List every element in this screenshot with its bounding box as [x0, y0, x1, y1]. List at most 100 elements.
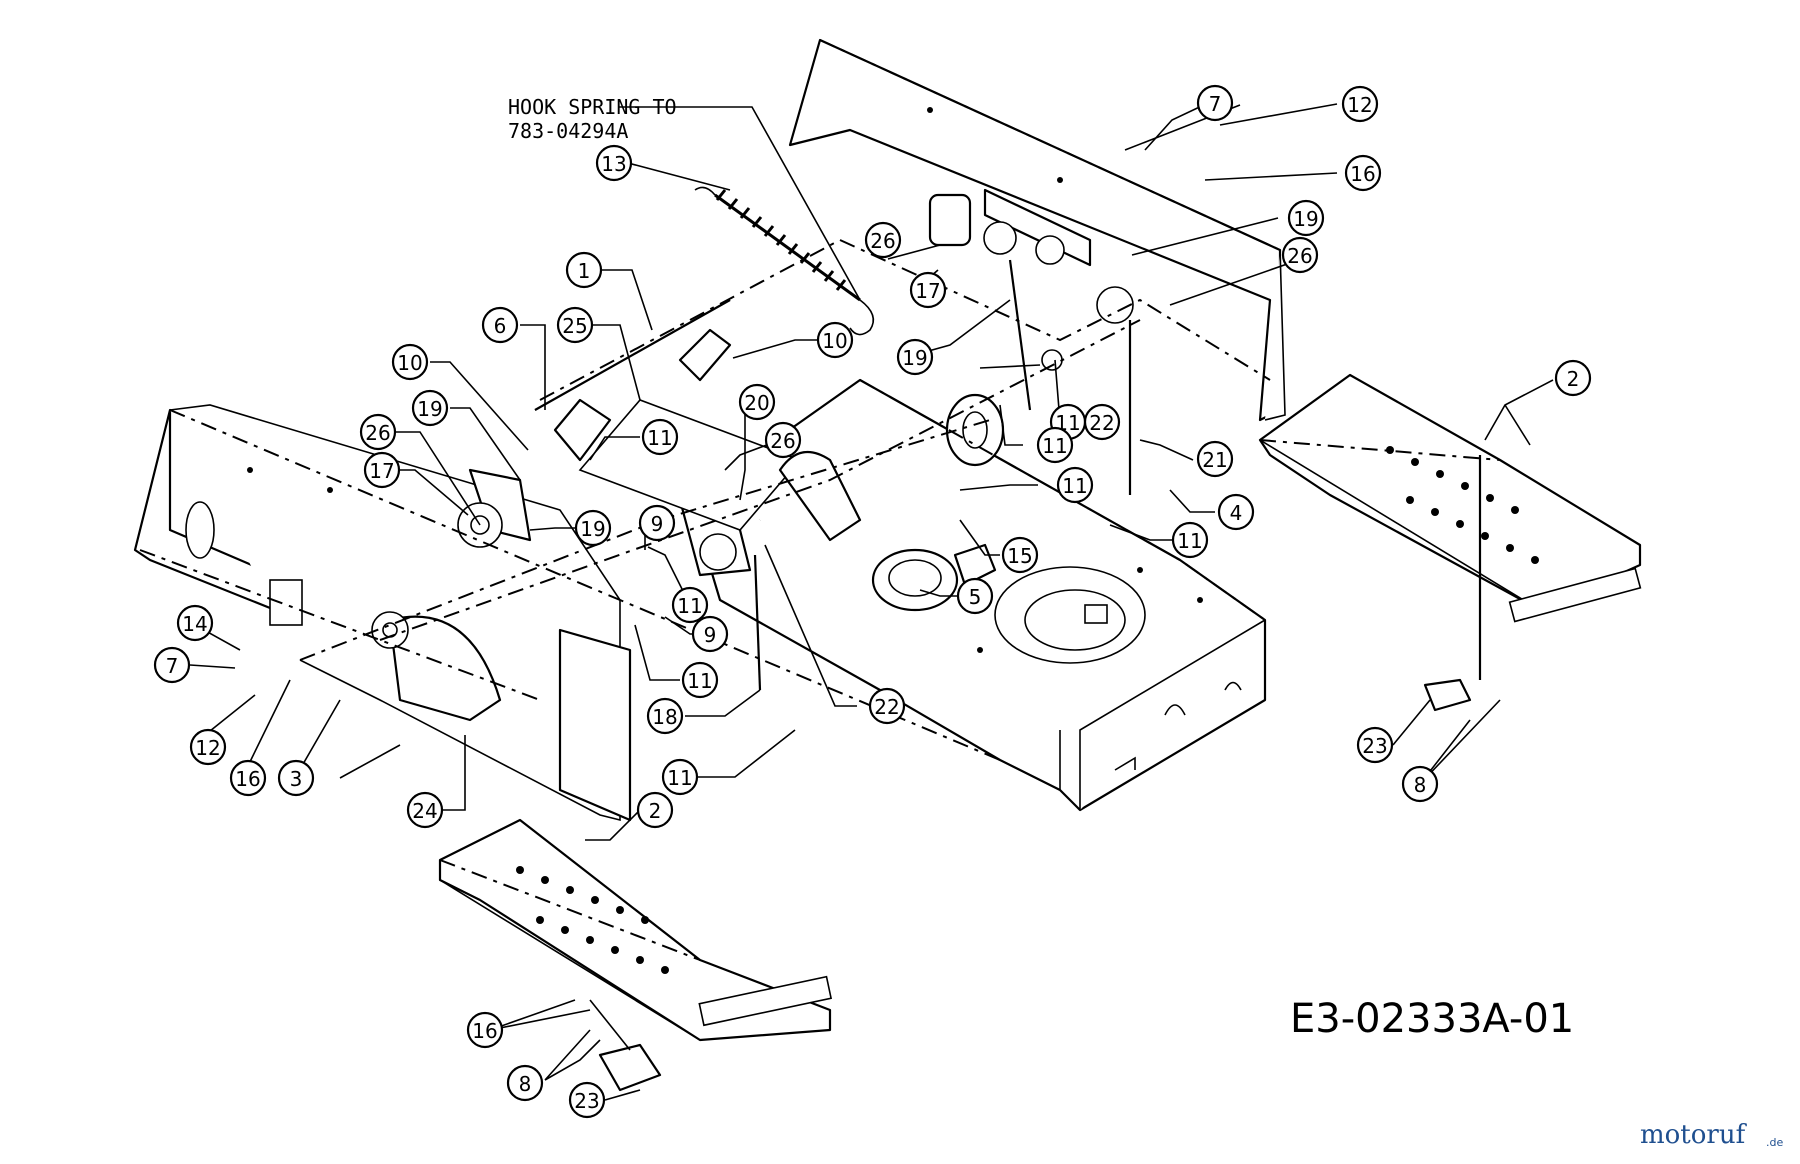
callout-circle: [153, 646, 191, 684]
watermark-suffix: .de: [1766, 1136, 1783, 1149]
callout-2: 2: [1554, 359, 1592, 397]
leader-lines: [189, 102, 1554, 1101]
callout-7: 7: [1196, 84, 1234, 122]
callout-9: 9: [638, 504, 676, 542]
callout-9: 9: [691, 615, 729, 653]
side-bracket: [558, 628, 632, 822]
callout-label: 17: [915, 279, 940, 303]
callout-11: 11: [1056, 466, 1094, 504]
callout-label: 23: [1362, 734, 1387, 758]
watermark-name: motoruf: [1640, 1120, 1748, 1150]
callout-label: 11: [677, 594, 702, 618]
callout-label: 15: [1007, 544, 1032, 568]
callout-circle: [411, 389, 449, 427]
callout-circle: [868, 687, 906, 725]
callout-circle: [1056, 466, 1094, 504]
callout-circle: [1196, 440, 1234, 478]
callout-label: 21: [1202, 448, 1227, 472]
callout-label: 12: [1347, 93, 1372, 117]
callout-4: 4: [1217, 493, 1255, 531]
pedal-pad-left: [598, 1043, 662, 1092]
callout-label: 19: [580, 517, 605, 541]
callout-8: 8: [1401, 765, 1439, 803]
callout-label: 20: [744, 391, 769, 415]
callout-11: 11: [681, 661, 719, 699]
callout-3: 3: [277, 759, 315, 797]
callout-label: 26: [770, 429, 795, 453]
callout-16: 16: [466, 1011, 504, 1049]
callout-label: 25: [562, 314, 587, 338]
callout-22: 22: [1083, 403, 1121, 441]
callout-circle: [506, 1064, 544, 1102]
callout-label: 10: [822, 329, 847, 353]
callout-circle: [406, 791, 444, 829]
callout-circle: [574, 509, 612, 547]
spring-note-line2: 783-04294A: [508, 119, 628, 143]
callout-17: 17: [909, 271, 947, 309]
callout-circle: [1217, 493, 1255, 531]
callout-13: 13: [595, 144, 633, 182]
callout-label: 12: [195, 736, 220, 760]
callout-circle: [646, 697, 684, 735]
callout-circle: [738, 383, 776, 421]
callout-16: 16: [229, 759, 267, 797]
callout-6: 6: [481, 306, 519, 344]
callout-11: 11: [1036, 426, 1074, 464]
callout-label: 17: [369, 459, 394, 483]
callout-circle: [595, 144, 633, 182]
callout-19: 19: [411, 389, 449, 427]
callout-23: 23: [1356, 726, 1394, 764]
callout-26: 26: [764, 421, 802, 459]
callout-label: 23: [574, 1089, 599, 1113]
callout-label: 10: [397, 351, 422, 375]
callout-12: 12: [1341, 85, 1379, 123]
callout-circle: [391, 343, 429, 381]
callout-label: 16: [472, 1019, 497, 1043]
watermark-logo: motoruf .de: [1640, 1120, 1783, 1150]
callout-circle: [1171, 521, 1209, 559]
callout-circle: [568, 1081, 606, 1119]
callout-circle: [1083, 403, 1121, 441]
callout-label: 18: [652, 705, 677, 729]
callout-label: 11: [1042, 434, 1067, 458]
arm-bracket-2: [678, 328, 732, 382]
callout-11: 11: [1171, 521, 1209, 559]
callout-label: 11: [667, 766, 692, 790]
callout-circle: [864, 221, 902, 259]
callout-circle: [1287, 199, 1325, 237]
callout-circle: [1344, 154, 1382, 192]
callout-label: 7: [1209, 92, 1222, 116]
callout-label: 13: [601, 152, 626, 176]
gear-quadrant-plate: [388, 615, 502, 722]
callout-16: 16: [1344, 154, 1382, 192]
callout-label: 2: [649, 799, 662, 823]
parts-artwork: [133, 38, 1642, 1092]
spring-note: HOOK SPRING TO 783-04294A: [508, 95, 689, 143]
callout-circle: [681, 661, 719, 699]
callout-12: 12: [189, 728, 227, 766]
spring-note-line1: HOOK SPRING TO: [508, 95, 677, 119]
callout-label: 16: [235, 767, 260, 791]
callout-1: 1: [565, 251, 603, 289]
callout-circle: [1196, 84, 1234, 122]
callout-15: 15: [1001, 536, 1039, 574]
callout-circle: [1341, 85, 1379, 123]
callout-circle: [909, 271, 947, 309]
callout-label: 16: [1350, 162, 1375, 186]
callout-18: 18: [646, 697, 684, 735]
callout-circle: [481, 306, 519, 344]
callout-circle: [764, 421, 802, 459]
callout-19: 19: [896, 338, 934, 376]
callout-7: 7: [153, 646, 191, 684]
callout-2: 2: [636, 791, 674, 829]
callout-circle: [956, 577, 994, 615]
callout-label: 3: [290, 767, 303, 791]
callout-circle: [661, 758, 699, 796]
callout-label: 14: [182, 612, 207, 636]
callout-circle: [896, 338, 934, 376]
callout-19: 19: [1287, 199, 1325, 237]
callout-label: 24: [412, 799, 437, 823]
callout-circle: [636, 791, 674, 829]
callout-circle: [565, 251, 603, 289]
